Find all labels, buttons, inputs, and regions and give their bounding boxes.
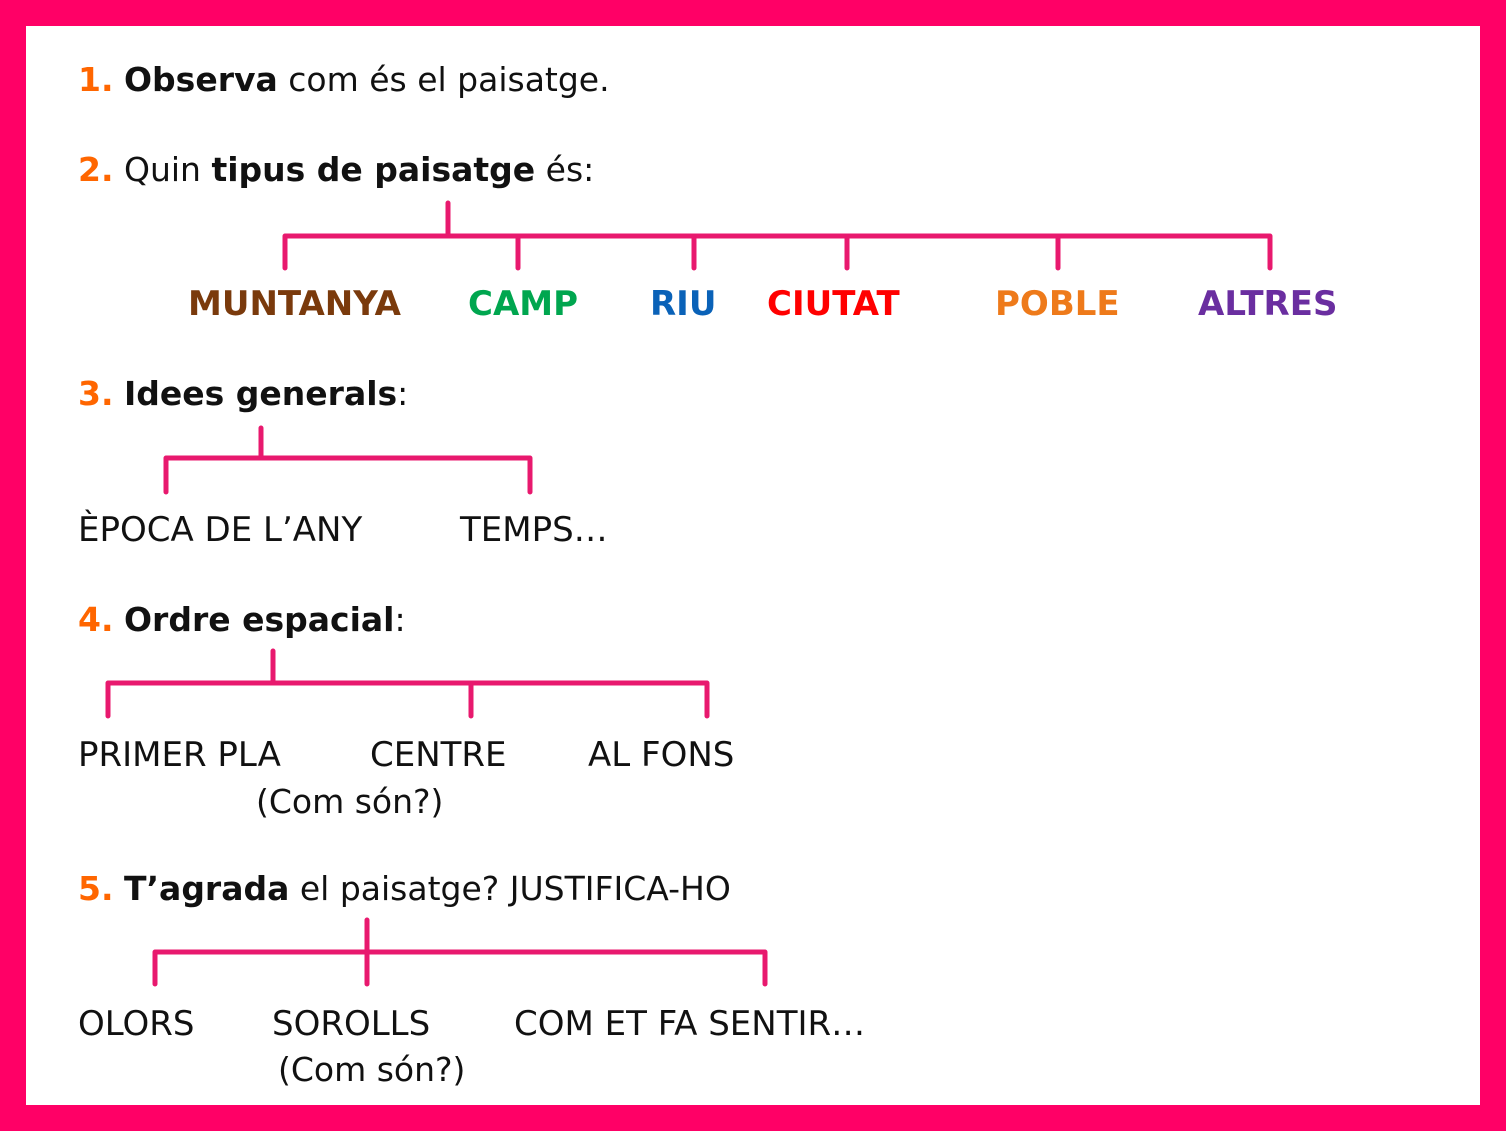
note-com-son: (Com són?) (278, 1050, 466, 1089)
category-ciutat: CIUTAT (767, 284, 900, 324)
question-1: 1. Observa com és el paisatge. (78, 60, 610, 99)
question-text: com és el paisatge. (277, 60, 610, 99)
question-keyword: Idees generals (124, 374, 398, 413)
question-number: 3. (78, 374, 114, 413)
category-riu: RIU (650, 284, 717, 324)
connector-q3 (163, 425, 533, 495)
item-centre: CENTRE (370, 735, 507, 775)
item-primer-pla: PRIMER PLA (78, 735, 281, 775)
item-epoca-de-lany: ÈPOCA DE L’ANY (78, 510, 363, 550)
item-com-et-fa-sentir: COM ET FA SENTIR… (514, 1004, 866, 1044)
category-poble: POBLE (995, 284, 1120, 324)
connector-q5 (152, 917, 768, 987)
question-3: 3. Idees generals: (78, 374, 408, 413)
question-4: 4. Ordre espacial: (78, 600, 406, 639)
item-al-fons: AL FONS (588, 735, 735, 775)
question-keyword: Ordre espacial (124, 600, 395, 639)
question-number: 5. (78, 869, 114, 908)
question-keyword: Observa (124, 60, 278, 99)
question-text: : (397, 374, 409, 413)
question-keyword: T’agrada (124, 869, 290, 908)
connector-q2 (282, 200, 1273, 271)
question-text: és: (535, 150, 595, 189)
note-com-son: (Com són?) (256, 782, 444, 821)
item-sorolls: SOROLLS (272, 1004, 431, 1044)
question-number: 4. (78, 600, 114, 639)
question-5: 5. T’agrada el paisatge? JUSTIFICA-HO (78, 869, 731, 908)
category-camp: CAMP (468, 284, 579, 324)
question-keyword: tipus de paisatge (211, 150, 536, 189)
item-temps: TEMPS… (460, 510, 608, 550)
question-text: : (394, 600, 406, 639)
question-text: Quin (124, 150, 212, 189)
category-altres: ALTRES (1198, 284, 1338, 324)
item-olors: OLORS (78, 1004, 195, 1044)
question-text: el paisatge? JUSTIFICA-HO (289, 869, 731, 908)
category-muntanya: MUNTANYA (188, 284, 401, 324)
connector-q4 (105, 648, 710, 719)
question-number: 1. (78, 60, 114, 99)
question-2: 2. Quin tipus de paisatge és: (78, 150, 594, 189)
question-number: 2. (78, 150, 114, 189)
content-frame (26, 26, 1480, 1105)
